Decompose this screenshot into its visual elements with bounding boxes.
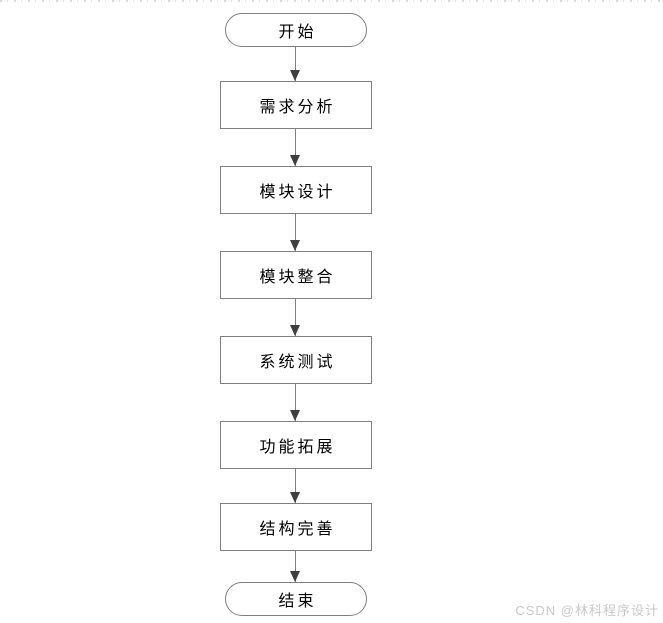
flowchart-node-structure-refinement: 结构完善 <box>220 503 372 551</box>
node-label-structure-refinement: 结构完善 <box>259 519 336 538</box>
flow-arrow-2 <box>290 129 300 166</box>
flow-arrow-1 <box>290 47 300 81</box>
flowchart-node-module-integration: 模块整合 <box>220 251 372 299</box>
flow-arrow-4 <box>290 299 300 336</box>
node-label-system-testing: 系统测试 <box>259 352 336 371</box>
node-label-start: 开始 <box>278 22 317 41</box>
node-label-requirements-analysis: 需求分析 <box>259 97 336 116</box>
flowchart-node-feature-expansion: 功能拓展 <box>220 421 372 469</box>
flow-arrow-3 <box>290 214 300 251</box>
node-label-module-integration: 模块整合 <box>259 267 336 286</box>
flowchart-node-system-testing: 系统测试 <box>220 336 372 384</box>
flowchart-node-start: 开始 <box>225 13 367 47</box>
flow-arrow-7 <box>290 551 300 582</box>
node-label-module-design: 模块设计 <box>259 182 336 201</box>
flow-arrow-5 <box>290 384 300 421</box>
csdn-watermark: CSDN @林科程序设计 <box>515 603 659 618</box>
flowchart-node-requirements-analysis: 需求分析 <box>220 81 372 129</box>
flowchart-node-end: 结束 <box>225 582 367 616</box>
flowchart-node-module-design: 模块设计 <box>220 166 372 214</box>
node-label-end: 结束 <box>278 591 317 610</box>
node-label-feature-expansion: 功能拓展 <box>259 437 336 456</box>
cropped-text-artifact <box>0 0 663 2</box>
flow-arrow-6 <box>290 469 300 503</box>
